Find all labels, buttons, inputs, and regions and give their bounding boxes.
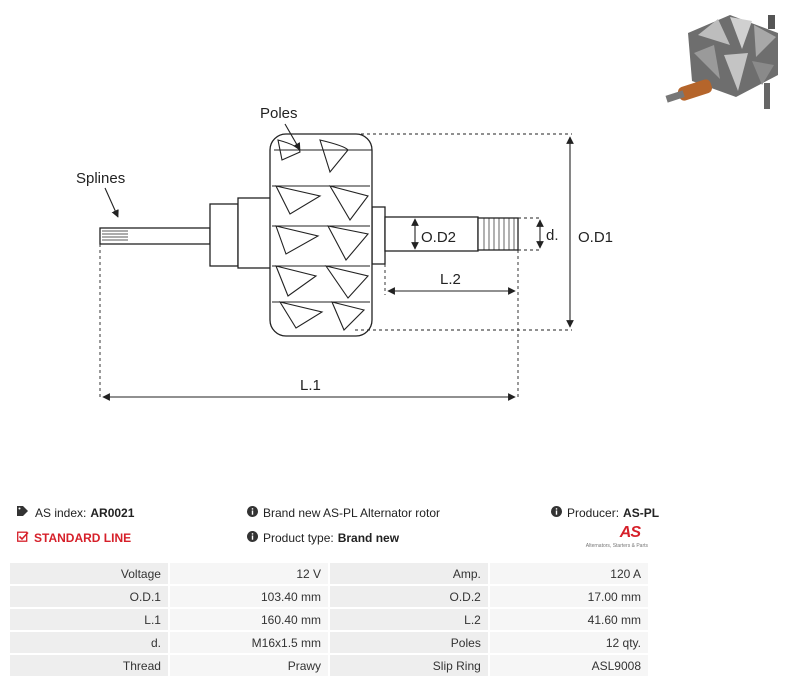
spec-value: 12 qty. (489, 632, 650, 653)
table-row: Voltage 12 V Amp. 120 A (10, 563, 650, 584)
spec-key: Poles (330, 632, 490, 653)
spec-value: Prawy (169, 655, 331, 676)
table-row: L.1 160.40 mm L.2 41.60 mm (10, 609, 650, 630)
spec-key: Thread (10, 655, 170, 676)
spec-value: M16x1.5 mm (169, 632, 331, 653)
product-type-value: Brand new (337, 531, 400, 545)
spec-value: 160.40 mm (169, 609, 331, 630)
producer-value: AS-PL (623, 506, 660, 520)
spec-table: Voltage 12 V Amp. 120 A O.D.1 103.40 mm … (10, 561, 650, 678)
standard-line: STANDARD LINE (17, 531, 131, 545)
product-photo (665, 15, 778, 109)
product-type: Product type: Brand new (247, 531, 399, 545)
as-index-value: AR0021 (90, 506, 135, 520)
spec-key: Amp. (330, 563, 490, 584)
rotor-technical-drawing: Poles Splines O.D1 O.D2 d. L.2 L.1 (76, 105, 613, 401)
spec-key: d. (10, 632, 170, 653)
splines-label: Splines (76, 170, 125, 187)
od2-label: O.D2 (421, 229, 456, 246)
spec-key: Slip Ring (330, 655, 490, 676)
table-row: d. M16x1.5 mm Poles 12 qty. (10, 632, 650, 653)
spec-key: O.D.1 (10, 586, 170, 607)
info-icon (247, 506, 258, 520)
info-icon (551, 506, 562, 520)
as-index-label: AS index: (35, 506, 87, 520)
spec-value: 12 V (169, 563, 331, 584)
spec-value: 103.40 mm (169, 586, 331, 607)
pole-fingers (272, 139, 372, 331)
product-type-label: Product type: (263, 531, 334, 545)
spec-value: 41.60 mm (489, 609, 650, 630)
spec-value: ASL9008 (489, 655, 650, 676)
poles-label: Poles (260, 105, 298, 122)
producer: Producer: AS-PL (551, 506, 659, 520)
d-label: d. (546, 227, 559, 244)
spec-key: Voltage (10, 563, 170, 584)
spec-key: O.D.2 (330, 586, 490, 607)
product-description: Brand new AS-PL Alternator rotor (247, 506, 440, 520)
logo-mark: AS (619, 524, 641, 541)
tag-icon (17, 506, 30, 520)
od1-label: O.D1 (578, 229, 613, 246)
info-icon (247, 531, 258, 545)
description-text: Brand new AS-PL Alternator rotor (263, 506, 440, 520)
spec-value: 120 A (489, 563, 650, 584)
table-row: O.D.1 103.40 mm O.D.2 17.00 mm (10, 586, 650, 607)
as-index: AS index: AR0021 (17, 506, 134, 520)
l1-label: L.1 (300, 377, 321, 394)
table-row: Thread Prawy Slip Ring ASL9008 (10, 655, 650, 676)
check-square-icon (17, 531, 29, 545)
standard-line-text: STANDARD LINE (34, 531, 132, 545)
rotor-shape (99, 133, 519, 337)
spec-key: L.1 (10, 609, 170, 630)
logo-tagline: Alternators, Starters & Parts (585, 543, 648, 549)
as-pl-logo: AS Alternators, Starters & Parts (584, 524, 648, 552)
spec-key: L.2 (330, 609, 490, 630)
producer-label: Producer: (567, 506, 620, 520)
l2-label: L.2 (440, 271, 461, 288)
spec-value: 17.00 mm (489, 586, 650, 607)
